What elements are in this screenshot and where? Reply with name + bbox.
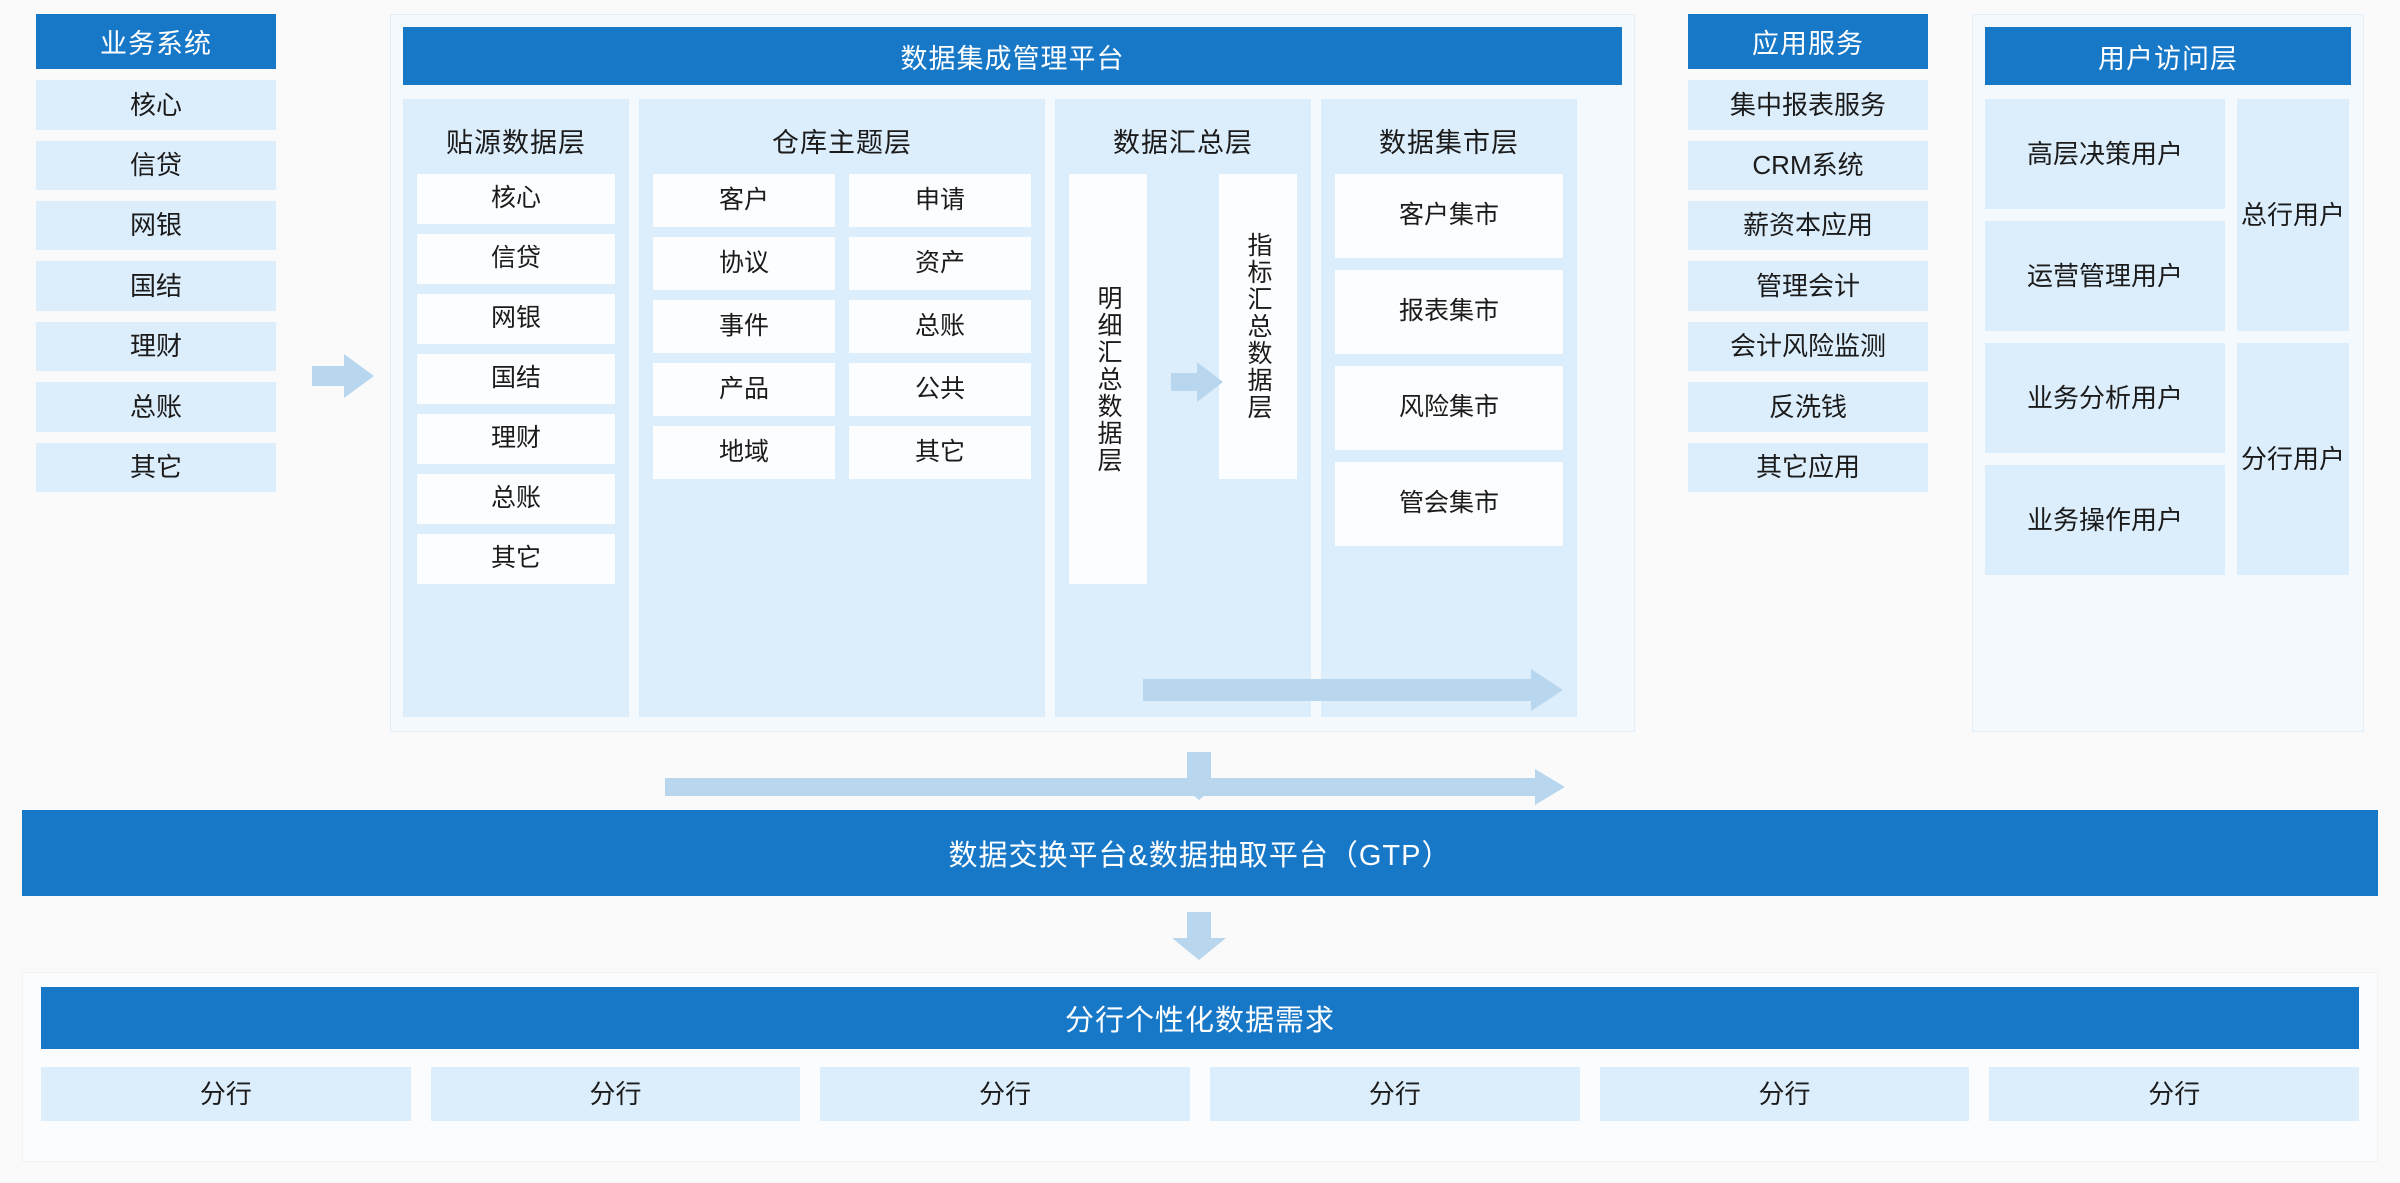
mart-layer-item[interactable]: 风险集市 — [1335, 366, 1563, 450]
source-layer-item[interactable]: 其它 — [417, 534, 615, 584]
business-system-item[interactable]: 网银 — [36, 200, 276, 251]
branch-item[interactable]: 分行 — [1989, 1067, 2360, 1121]
user-roles-column: 高层决策用户 运营管理用户 业务分析用户 业务操作用户 — [1985, 99, 2225, 575]
mart-layer-item[interactable]: 管会集市 — [1335, 462, 1563, 546]
user-group-item[interactable]: 总行用户 — [2237, 99, 2349, 331]
business-system-item[interactable]: 信贷 — [36, 140, 276, 190]
business-system-item[interactable]: 总账 — [36, 382, 276, 432]
theme-layer-item[interactable]: 公共 — [849, 363, 1031, 416]
app-service-item[interactable]: 其它应用 — [1688, 442, 1928, 492]
source-layer-item[interactable]: 国结 — [417, 354, 615, 404]
mart-layer-item[interactable]: 报表集市 — [1335, 270, 1563, 354]
integration-platform-panel: 数据集成管理平台 贴源数据层 核心 信贷 网银 国结 理财 总账 其它 仓库主题… — [390, 14, 1635, 805]
source-layer-item[interactable]: 网银 — [417, 294, 615, 344]
indicator-summary-box[interactable]: 指标汇总数据层 — [1219, 174, 1297, 479]
user-access-panel: 用户访问层 高层决策用户 运营管理用户 业务分析用户 业务操作用户 总行用户 分… — [1972, 14, 2364, 732]
platform-body: 贴源数据层 核心 信贷 网银 国结 理财 总账 其它 仓库主题层 客户 申请 协… — [403, 99, 1622, 805]
branch-item[interactable]: 分行 — [1210, 1067, 1580, 1121]
detail-summary-box[interactable]: 明细汇总数据层 — [1069, 174, 1147, 584]
user-access-body: 高层决策用户 运营管理用户 业务分析用户 业务操作用户 总行用户 分行用户 — [1985, 99, 2351, 575]
theme-layer-item[interactable]: 总账 — [849, 300, 1031, 353]
business-systems-title: 业务系统 — [36, 14, 276, 70]
theme-layer-item[interactable]: 协议 — [653, 237, 835, 290]
summary-layer-box: 数据汇总层 明细汇总数据层 指标汇总数据层 — [1055, 99, 1311, 717]
app-services-title: 应用服务 — [1688, 14, 1928, 70]
branch-item[interactable]: 分行 — [1599, 1067, 1970, 1121]
arrow-right-long-icon — [665, 769, 1565, 805]
branch-item[interactable]: 分行 — [820, 1067, 1191, 1121]
user-group-item[interactable]: 分行用户 — [2237, 343, 2349, 575]
app-services-column: 应用服务 集中报表服务 CRM系统 薪资本应用 管理会计 会计风险监测 反洗钱 … — [1688, 14, 1928, 492]
theme-layer-item[interactable]: 产品 — [653, 363, 835, 416]
user-role-item[interactable]: 业务分析用户 — [1985, 343, 2225, 453]
mart-layer-box: 数据集市层 客户集市 报表集市 风险集市 管会集市 — [1321, 99, 1577, 717]
platform-title: 数据集成管理平台 — [403, 27, 1622, 85]
summary-layer-title: 数据汇总层 — [1113, 128, 1253, 158]
mart-layer-item[interactable]: 客户集市 — [1335, 174, 1563, 258]
theme-layer-item[interactable]: 其它 — [849, 426, 1031, 479]
app-service-item[interactable]: CRM系统 — [1688, 140, 1928, 190]
app-service-item[interactable]: 反洗钱 — [1688, 382, 1928, 432]
user-role-item[interactable]: 运营管理用户 — [1985, 221, 2225, 331]
source-layer-item[interactable]: 信贷 — [417, 234, 615, 284]
user-role-item[interactable]: 业务操作用户 — [1985, 465, 2225, 575]
arrow-down-icon — [1172, 752, 1226, 800]
business-system-item[interactable]: 国结 — [36, 261, 276, 311]
app-service-item[interactable]: 集中报表服务 — [1688, 80, 1928, 130]
arrow-right-icon — [312, 352, 374, 400]
app-service-item[interactable]: 会计风险监测 — [1688, 321, 1928, 372]
theme-layer-item[interactable]: 客户 — [653, 174, 835, 227]
business-system-item[interactable]: 理财 — [36, 321, 276, 372]
user-groups-column: 总行用户 分行用户 — [2237, 99, 2349, 575]
branch-item[interactable]: 分行 — [430, 1067, 801, 1121]
theme-layer-item[interactable]: 申请 — [849, 174, 1031, 227]
source-layer-item[interactable]: 核心 — [417, 174, 615, 224]
theme-layer-title: 仓库主题层 — [772, 128, 912, 158]
source-layer-title: 贴源数据层 — [446, 128, 586, 158]
mart-layer-title: 数据集市层 — [1379, 128, 1519, 158]
theme-layer-item[interactable]: 事件 — [653, 300, 835, 353]
source-layer-box: 贴源数据层 核心 信贷 网银 国结 理财 总账 其它 — [403, 99, 629, 717]
theme-layer-item[interactable]: 资产 — [849, 237, 1031, 290]
gtp-platform-bar: 数据交换平台&数据抽取平台（GTP） — [22, 810, 2378, 896]
user-access-title: 用户访问层 — [1985, 27, 2351, 85]
business-system-item[interactable]: 核心 — [36, 80, 276, 130]
theme-layer-box: 仓库主题层 客户 申请 协议 资产 事件 总账 产品 公共 地域 其它 — [639, 99, 1045, 717]
summary-layer-columns: 明细汇总数据层 指标汇总数据层 — [1069, 174, 1297, 584]
arrow-down-icon — [1172, 912, 1226, 960]
user-role-item[interactable]: 高层决策用户 — [1985, 99, 2225, 209]
branch-section-title: 分行个性化数据需求 — [41, 987, 2359, 1049]
business-systems-column: 业务系统 核心 信贷 网银 国结 理财 总账 其它 — [36, 14, 276, 492]
source-layer-item[interactable]: 理财 — [417, 414, 615, 464]
branch-item[interactable]: 分行 — [41, 1067, 411, 1121]
theme-layer-item[interactable]: 地域 — [653, 426, 835, 479]
app-service-item[interactable]: 管理会计 — [1688, 261, 1928, 311]
source-layer-item[interactable]: 总账 — [417, 474, 615, 524]
arrow-right-icon — [1171, 361, 1223, 403]
theme-layer-grid: 客户 申请 协议 资产 事件 总账 产品 公共 地域 其它 — [653, 174, 1031, 479]
business-system-item[interactable]: 其它 — [36, 442, 276, 492]
arrow-right-long-icon — [1143, 669, 1563, 711]
branch-row: 分行 分行 分行 分行 分行 分行 — [41, 1067, 2360, 1121]
app-service-item[interactable]: 薪资本应用 — [1688, 200, 1928, 251]
branch-requirements-section: 分行个性化数据需求 分行 分行 分行 分行 分行 分行 — [22, 972, 2378, 1162]
